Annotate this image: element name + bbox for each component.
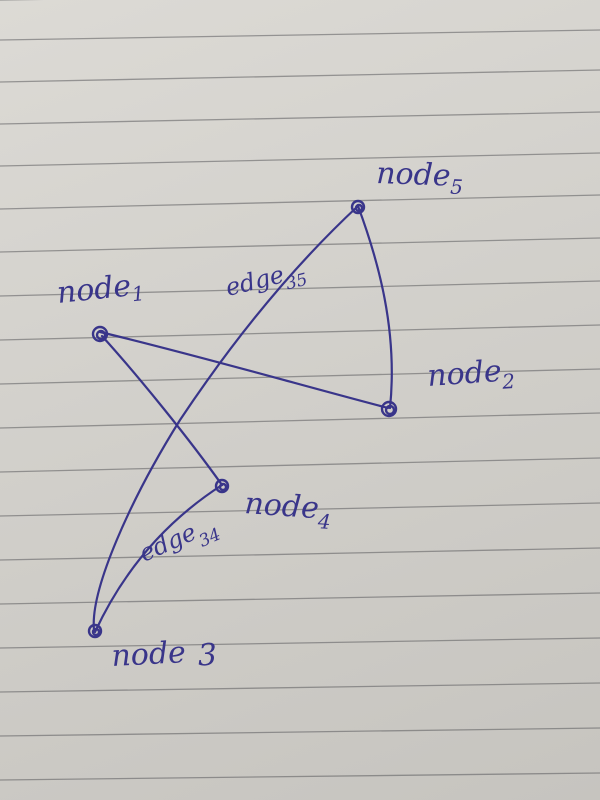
node-1-subscript: 1 — [131, 281, 146, 306]
node-2-label-text: node — [426, 354, 503, 394]
edge-35-subscript: 35 — [284, 270, 310, 295]
edge-34-label: edge34 — [135, 509, 224, 576]
node-4 — [214, 478, 230, 494]
node-5-marker-inner — [354, 203, 364, 213]
rule-line — [0, 547, 600, 561]
rule-line — [0, 682, 600, 693]
rule-line — [0, 412, 600, 429]
node-1 — [91, 325, 109, 343]
node-3-marker — [87, 623, 103, 639]
edge-node3-node4 — [93, 483, 224, 634]
node-4-label: node4 — [243, 486, 333, 534]
rule-line — [0, 772, 600, 781]
node-2 — [380, 400, 398, 418]
node-2-marker-inner — [384, 404, 396, 416]
nodes — [87, 199, 398, 639]
rule-line — [0, 368, 600, 385]
edge-35-label: edge35 — [223, 255, 310, 309]
rule-line — [0, 502, 600, 517]
node-4-label-text: node — [243, 486, 320, 526]
node-1-marker — [91, 325, 109, 343]
rule-line — [0, 29, 600, 41]
node-1-label: node1 — [55, 267, 146, 314]
edge-node1-node2 — [98, 330, 390, 410]
node-4-marker — [214, 478, 230, 494]
node-5 — [350, 199, 366, 215]
node-1-label-text: node — [55, 268, 133, 311]
edge-node3-node5 — [92, 204, 360, 632]
node-3 — [87, 623, 103, 639]
rule-line — [0, 280, 600, 297]
node-3-label-text: node — [111, 635, 187, 674]
edge-node1-node4 — [100, 334, 224, 487]
rule-line — [0, 457, 600, 473]
node-5-subscript: 5 — [450, 175, 464, 199]
rule-line — [0, 592, 600, 605]
edge-35-label-text: edge — [223, 260, 287, 301]
edge-node5-node2 — [356, 204, 393, 410]
node-5-label: node5 — [376, 156, 464, 199]
node-3-subscript: 3 — [197, 638, 218, 674]
node-1-marker-inner — [95, 329, 107, 341]
edge-34-subscript: 34 — [196, 525, 224, 552]
node-5-marker — [350, 199, 366, 215]
node-3-marker-inner — [91, 627, 101, 637]
node-2-marker — [380, 400, 398, 418]
edges — [92, 204, 393, 634]
rule-line — [0, 324, 600, 341]
rule-line — [0, 152, 600, 167]
node-4-subscript: 4 — [316, 509, 331, 534]
node-4-marker-inner — [218, 482, 228, 492]
rule-line — [0, 237, 600, 253]
rule-line — [0, 727, 600, 737]
node-2-label: node2 — [426, 353, 516, 399]
edge-34-label-text: edge — [135, 518, 200, 568]
rule-line — [0, 637, 600, 649]
node-5-label-text: node — [376, 156, 452, 194]
ruled-lines — [0, 0, 600, 781]
node-2-subscript: 2 — [500, 369, 515, 394]
rule-line — [0, 111, 600, 125]
rule-line — [0, 69, 600, 83]
rule-line — [0, 194, 600, 210]
node-3-label: node 3 — [111, 634, 218, 678]
edge-labels: edge35 edge34 — [135, 255, 310, 576]
